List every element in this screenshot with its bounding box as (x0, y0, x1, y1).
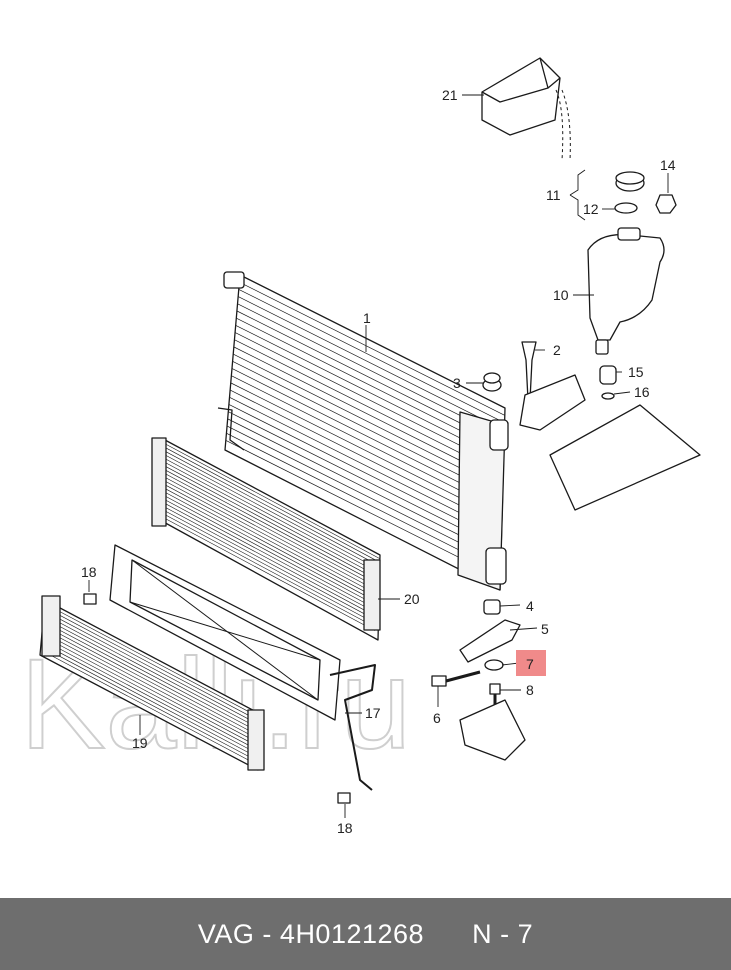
callout-7: 7 (526, 656, 534, 672)
bracket-right (519, 374, 701, 511)
callout-3: 3 (453, 375, 461, 391)
bracket-lower (459, 699, 526, 761)
bracket-5 (459, 619, 521, 663)
air-guide-frame (109, 544, 376, 791)
footer-bar: VAG - 4H0121268 N - 7 (0, 898, 731, 970)
callout-10: 10 (553, 287, 569, 303)
callout-5: 5 (541, 621, 549, 637)
callout-2: 2 (553, 342, 561, 358)
bushing-15 (599, 365, 617, 385)
callout-19: 19 (132, 735, 148, 751)
callout-18-bottom: 18 (337, 820, 353, 836)
callout-18-top: 18 (81, 564, 97, 580)
callout-21: 21 (442, 87, 458, 103)
coolant-can (481, 57, 571, 161)
callout-16: 16 (634, 384, 650, 400)
callout-11: 11 (546, 187, 561, 203)
callout-4: 4 (526, 598, 534, 614)
bolt-18a (83, 593, 97, 605)
cap (614, 171, 645, 214)
part-number: 4H0121268 (279, 918, 425, 949)
parts-diagram: Kalli.ru (19, 57, 701, 836)
grommet-3 (482, 372, 502, 392)
auxiliary-radiator (39, 595, 265, 771)
bolt-6 (431, 670, 481, 687)
washer-16 (601, 392, 615, 400)
callout-20: 20 (404, 591, 420, 607)
callout-15: 15 (628, 364, 644, 380)
footer-caption: VAG - 4H0121268 N - 7 (198, 919, 533, 950)
separator: - (254, 918, 280, 949)
callout-6: 6 (433, 710, 441, 726)
mount-4 (483, 599, 501, 615)
bolt-18b (337, 792, 351, 804)
callout-labels: 1 2 3 4 5 6 7 8 10 11 12 14 15 16 17 18 … (81, 87, 676, 836)
radiator (217, 271, 509, 591)
condenser (151, 437, 381, 641)
page-reference: N - 7 (472, 918, 534, 949)
brand-label: VAG (197, 918, 255, 949)
callout-14: 14 (660, 157, 676, 173)
nut-14 (655, 194, 677, 214)
highlight-box-7 (516, 650, 546, 676)
washer-7 (484, 659, 504, 671)
spacer (424, 919, 472, 949)
callout-8: 8 (526, 682, 534, 698)
callout-17: 17 (365, 705, 381, 721)
expansion-tank (587, 227, 665, 355)
callout-1: 1 (363, 310, 371, 326)
leader-lines (88, 94, 669, 818)
callout-12: 12 (583, 201, 599, 217)
